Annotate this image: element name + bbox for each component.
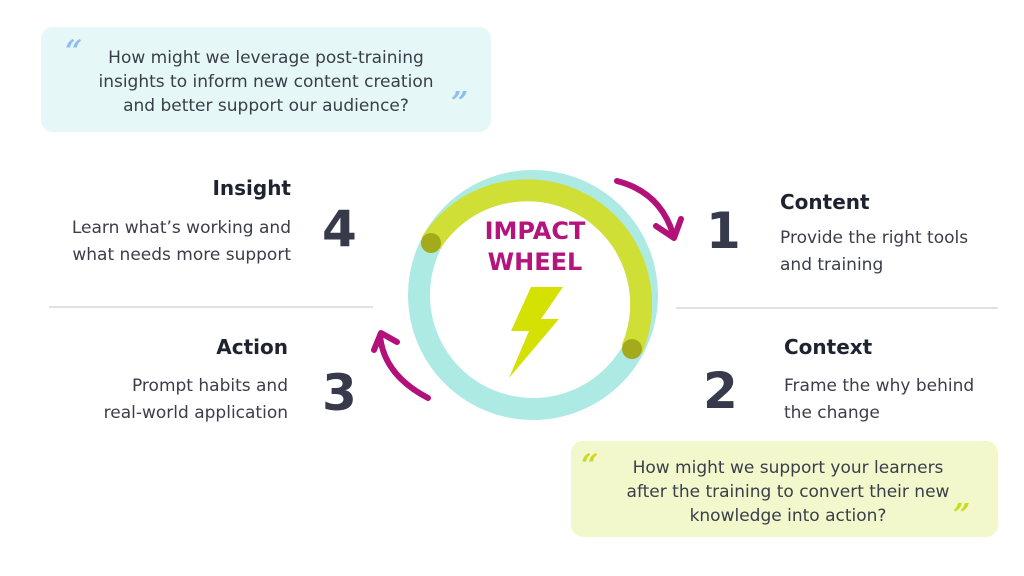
step-insight-number: 4 bbox=[322, 200, 357, 258]
quote-line: and better support our audience? bbox=[123, 96, 409, 116]
step-desc-line: Prompt habits and bbox=[131, 376, 288, 396]
step-desc-line: Frame the why behind bbox=[784, 376, 975, 396]
step-content-title: Content bbox=[780, 190, 870, 214]
step-content-number: 1 bbox=[706, 202, 741, 260]
step-desc-line: and training bbox=[780, 255, 884, 275]
wheel-title: IMPACT WHEEL bbox=[460, 216, 610, 278]
wheel-arc-green bbox=[421, 179, 653, 354]
quote-text-bottom: How might we support your learners after… bbox=[593, 456, 983, 528]
step-insight-description: Learn what’s working and what needs more… bbox=[41, 215, 291, 269]
quote-box-bottom: “ How might we support your learners aft… bbox=[571, 441, 998, 537]
step-desc-line: Learn what’s working and bbox=[71, 218, 291, 238]
quote-line: after the training to convert their new bbox=[626, 482, 950, 502]
step-insight-title: Insight bbox=[212, 176, 291, 200]
lightning-bolt-icon bbox=[509, 287, 563, 378]
close-quote-icon: ” bbox=[451, 86, 469, 121]
divider-right bbox=[676, 307, 998, 309]
arrow-counterclockwise-icon bbox=[371, 330, 431, 401]
quote-line: How might we support your learners bbox=[632, 458, 944, 478]
open-quote-icon: “ bbox=[581, 448, 599, 483]
step-action-title: Action bbox=[216, 335, 288, 359]
open-quote-icon: “ bbox=[65, 34, 83, 69]
step-context-description: Frame the why behind the change bbox=[784, 373, 974, 427]
arrow-clockwise-icon bbox=[614, 178, 684, 241]
step-action-number: 3 bbox=[322, 364, 357, 422]
step-desc-line: real-world application bbox=[103, 403, 288, 423]
divider-left bbox=[49, 306, 373, 308]
wheel-title-line: WHEEL bbox=[487, 248, 583, 276]
wheel-dot bbox=[421, 233, 441, 253]
quote-line: How might we leverage post-training bbox=[108, 48, 424, 68]
wheel-dot bbox=[622, 339, 642, 359]
step-context-title: Context bbox=[784, 335, 873, 359]
quote-text-top: How might we leverage post-training insi… bbox=[61, 46, 471, 118]
step-action-description: Prompt habits and real-world application bbox=[41, 373, 288, 427]
step-desc-line: Provide the right tools bbox=[780, 228, 969, 248]
step-content-description: Provide the right tools and training bbox=[780, 225, 968, 279]
quote-line: insights to inform new content creation bbox=[98, 72, 434, 92]
wheel-title-line: IMPACT bbox=[484, 217, 586, 245]
step-desc-line: the change bbox=[784, 403, 880, 423]
quote-line: knowledge into action? bbox=[689, 506, 887, 526]
step-desc-line: what needs more support bbox=[72, 245, 291, 265]
quote-box-top: “ How might we leverage post-training in… bbox=[41, 27, 491, 132]
close-quote-icon: ” bbox=[953, 498, 971, 533]
step-context-number: 2 bbox=[703, 362, 738, 420]
